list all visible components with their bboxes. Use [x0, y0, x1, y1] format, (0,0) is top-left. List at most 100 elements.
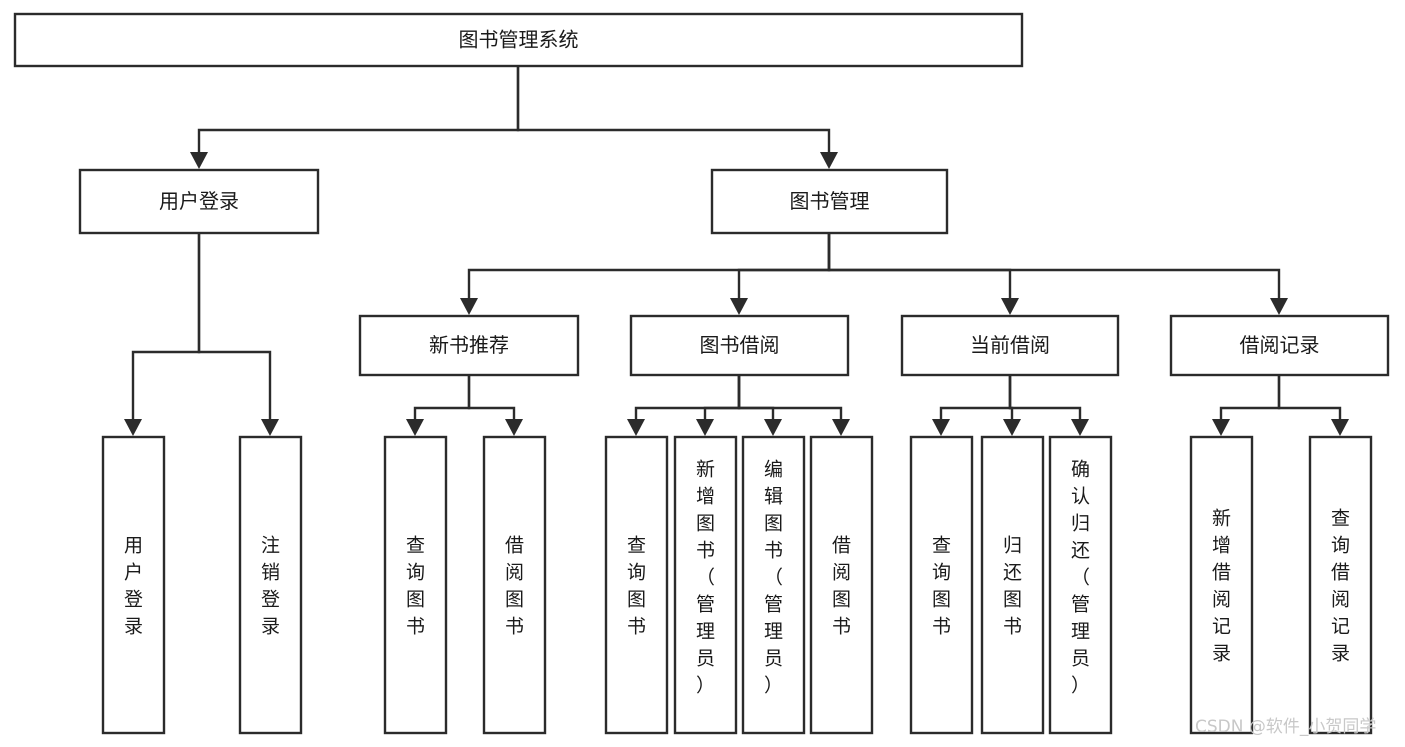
- node-leaf-用户登录-0[interactable]: 用户登录: [101, 435, 166, 735]
- node-leaf-归还图书-9-label: 归还图书: [1003, 534, 1022, 637]
- node-leaf-编辑图书管理员-6-rect[interactable]: [741, 435, 806, 735]
- connector-图书管理-to-借阅记录: [827, 233, 1281, 299]
- arrow-head-icon: [1270, 298, 1288, 315]
- arrow-head-icon: [1001, 298, 1019, 315]
- arrow-head-icon: [1003, 419, 1021, 436]
- node-leaf-查询图书-8[interactable]: 查询图书: [909, 435, 974, 735]
- node-level3-图书借阅-1-rect[interactable]: [629, 314, 850, 377]
- node-leaf-确认归还管理员-10[interactable]: 确认归还（管理员）: [1048, 435, 1113, 735]
- node-leaf-确认归还管理员-10-rect[interactable]: [1048, 435, 1113, 735]
- node-leaf-查询图书-8-rect[interactable]: [909, 435, 974, 735]
- node-level2-图书管理-1[interactable]: 图书管理: [710, 168, 949, 235]
- arrow-head-icon: [460, 298, 478, 315]
- connector-图书借阅-to-编辑图书管理员: [737, 375, 775, 420]
- connector-图书管理系统-to-用户登录: [197, 66, 520, 153]
- arrow-head-icon: [261, 419, 279, 436]
- node-leaf-借阅图书-7-label: 借阅图书: [832, 534, 851, 637]
- node-leaf-归还图书-9[interactable]: 归还图书: [980, 435, 1045, 735]
- node-root-图书管理系统[interactable]: 图书管理系统: [13, 12, 1024, 68]
- arrow-head-icon: [696, 419, 714, 436]
- arrow-head-icon: [832, 419, 850, 436]
- arrow-head-icon: [730, 298, 748, 315]
- node-leaf-新增图书管理员-5[interactable]: 新增图书（管理员）: [673, 435, 738, 735]
- connectors-layer: [124, 66, 1349, 436]
- arrow-head-icon: [764, 419, 782, 436]
- node-leaf-查询图书-4[interactable]: 查询图书: [604, 435, 669, 735]
- node-leaf-查询借阅记录-12-label: 查询借阅记录: [1331, 507, 1350, 664]
- arrow-head-icon: [1212, 419, 1230, 436]
- node-level2-用户登录-0-rect[interactable]: [78, 168, 320, 235]
- csdn-watermark: CSDN @软件_小贺同学: [1195, 717, 1376, 737]
- connector-用户登录-to-用户登录叶: [131, 233, 201, 420]
- node-leaf-新增图书管理员-5-label: 新增图书（管理员）: [696, 458, 715, 696]
- connector-用户登录-to-注销登录: [197, 233, 272, 420]
- node-leaf-新增借阅记录-11-label: 新增借阅记录: [1212, 507, 1231, 664]
- connector-借阅记录-to-新增借阅记录: [1219, 375, 1281, 420]
- arrow-head-icon: [1331, 419, 1349, 436]
- node-leaf-借阅图书-3[interactable]: 借阅图书: [482, 435, 547, 735]
- connector-图书借阅-to-新增图书管理员: [703, 375, 741, 420]
- connector-图书管理-to-当前借阅: [827, 233, 1012, 299]
- node-leaf-注销登录-1-label: 注销登录: [261, 534, 280, 637]
- arrow-head-icon: [124, 419, 142, 436]
- connector-新书推荐-to-查询图书: [413, 375, 471, 420]
- node-leaf-用户登录-0-rect[interactable]: [101, 435, 166, 735]
- arrow-head-icon: [932, 419, 950, 436]
- node-leaf-新增借阅记录-11[interactable]: 新增借阅记录: [1189, 435, 1254, 735]
- node-leaf-查询借阅记录-12[interactable]: 查询借阅记录: [1308, 435, 1373, 735]
- node-leaf-注销登录-1-rect[interactable]: [238, 435, 303, 735]
- node-leaf-归还图书-9-rect[interactable]: [980, 435, 1045, 735]
- node-leaf-查询图书-2[interactable]: 查询图书: [383, 435, 448, 735]
- node-leaf-借阅图书-3-rect[interactable]: [482, 435, 547, 735]
- node-leaf-用户登录-0-label: 用户登录: [124, 534, 143, 637]
- node-leaf-查询图书-4-rect[interactable]: [604, 435, 669, 735]
- node-leaf-新增图书管理员-5-rect[interactable]: [673, 435, 738, 735]
- node-level3-新书推荐-0-label: 新书推荐: [429, 333, 509, 357]
- node-level3-图书借阅-1[interactable]: 图书借阅: [629, 314, 850, 377]
- node-level3-当前借阅-2-rect[interactable]: [900, 314, 1120, 377]
- node-level3-借阅记录-3-label: 借阅记录: [1240, 333, 1320, 357]
- connector-图书借阅-to-查询图书: [634, 375, 741, 420]
- node-leaf-注销登录-1[interactable]: 注销登录: [238, 435, 303, 735]
- node-level3-当前借阅-2[interactable]: 当前借阅: [900, 314, 1120, 377]
- node-root-图书管理系统-label: 图书管理系统: [459, 28, 579, 52]
- arrow-head-icon: [1071, 419, 1089, 436]
- node-root-图书管理系统-rect[interactable]: [13, 12, 1024, 68]
- node-leaf-查询图书-2-label: 查询图书: [406, 534, 425, 637]
- node-leaf-借阅图书-7[interactable]: 借阅图书: [809, 435, 874, 735]
- node-level3-借阅记录-3-rect[interactable]: [1169, 314, 1390, 377]
- node-leaf-查询图书-4-label: 查询图书: [627, 534, 646, 637]
- node-leaf-查询图书-2-rect[interactable]: [383, 435, 448, 735]
- node-leaf-确认归还管理员-10-label: 确认归还（管理员）: [1071, 458, 1090, 696]
- connector-图书借阅-to-借阅图书: [737, 375, 843, 420]
- connector-当前借阅-to-查询图书: [939, 375, 1012, 420]
- node-level3-图书借阅-1-label: 图书借阅: [700, 333, 780, 357]
- node-leaf-借阅图书-3-label: 借阅图书: [505, 534, 524, 637]
- node-leaf-查询图书-8-label: 查询图书: [932, 534, 951, 637]
- arrow-head-icon: [505, 419, 523, 436]
- arrow-head-icon: [820, 152, 838, 169]
- node-level2-图书管理-1-rect[interactable]: [710, 168, 949, 235]
- connector-当前借阅-to-确认归还管理员: [1008, 375, 1082, 420]
- node-level3-借阅记录-3[interactable]: 借阅记录: [1169, 314, 1390, 377]
- node-level2-用户登录-0[interactable]: 用户登录: [78, 168, 320, 235]
- node-leaf-编辑图书管理员-6[interactable]: 编辑图书（管理员）: [741, 435, 806, 735]
- node-leaf-查询借阅记录-12-rect[interactable]: [1308, 435, 1373, 735]
- nodes-layer: 图书管理系统用户登录图书管理新书推荐图书借阅当前借阅借阅记录用户登录注销登录查询…: [13, 12, 1390, 735]
- node-level2-用户登录-0-label: 用户登录: [159, 189, 239, 213]
- connector-图书管理-to-新书推荐: [467, 233, 831, 299]
- arrow-head-icon: [190, 152, 208, 169]
- arrow-head-icon: [406, 419, 424, 436]
- connector-新书推荐-to-借阅图书: [467, 375, 516, 420]
- node-leaf-新增借阅记录-11-rect[interactable]: [1189, 435, 1254, 735]
- connector-图书管理系统-to-图书管理: [516, 66, 831, 153]
- node-level3-新书推荐-0-rect[interactable]: [358, 314, 580, 377]
- connector-借阅记录-to-查询借阅记录: [1277, 375, 1342, 420]
- node-leaf-编辑图书管理员-6-label: 编辑图书（管理员）: [764, 458, 783, 696]
- node-level3-新书推荐-0[interactable]: 新书推荐: [358, 314, 580, 377]
- arrow-head-icon: [627, 419, 645, 436]
- node-leaf-借阅图书-7-rect[interactable]: [809, 435, 874, 735]
- watermark-layer: CSDN @软件_小贺同学: [1195, 717, 1376, 737]
